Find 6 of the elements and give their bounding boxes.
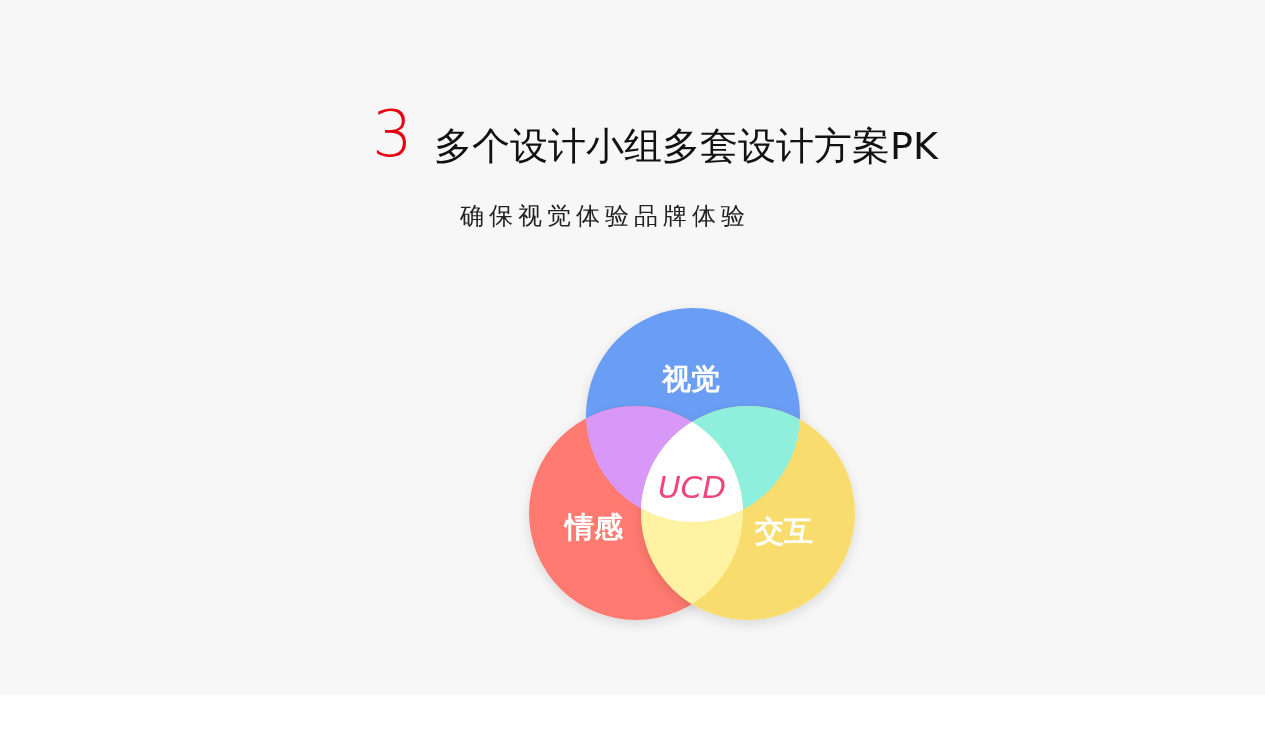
step-number: 3 (372, 96, 413, 172)
title: 多个设计小组多套设计方案PK (434, 123, 938, 170)
circle-label: 情感 (565, 509, 623, 545)
circle-label: 视觉 (662, 361, 720, 397)
subtitle: 确保视觉体验品牌体验 (460, 201, 750, 232)
circle-label: 交互 (755, 513, 813, 549)
